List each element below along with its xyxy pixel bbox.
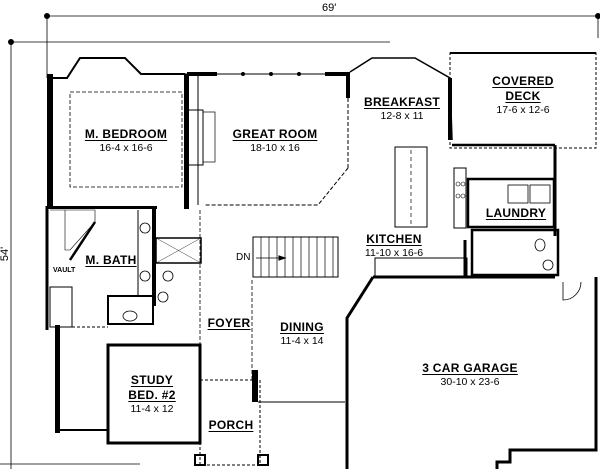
room-name: DINING <box>280 320 324 334</box>
stair-down-label: DN <box>236 252 251 263</box>
room-garage: 3 CAR GARAGE 30-10 x 23-6 <box>422 362 518 388</box>
room-dims: 17-6 x 12-6 <box>496 104 550 116</box>
room-dims: 16-4 x 16-6 <box>99 142 153 154</box>
room-master-bath: M. BATH <box>85 254 136 266</box>
room-dims: 18-10 x 16 <box>250 142 300 154</box>
room-porch: PORCH <box>209 419 254 431</box>
room-dims: 11-10 x 16-6 <box>364 247 424 259</box>
room-name-line1: COVERED <box>492 74 554 88</box>
room-laundry: LAUNDRY <box>486 207 546 219</box>
room-name-line2: BED. #2 <box>128 388 176 402</box>
room-breakfast: BREAKFAST 12-8 x 11 <box>364 96 440 122</box>
room-name-line2: DECK <box>505 89 541 103</box>
room-great-room: GREAT ROOM 18-10 x 16 <box>233 128 318 154</box>
room-dims: 12-8 x 11 <box>380 110 424 122</box>
vault-label: VAULT <box>53 267 76 274</box>
room-name-line1: STUDY <box>130 373 174 387</box>
room-name: LAUNDRY <box>485 206 547 220</box>
room-name: 3 CAR GARAGE <box>422 361 518 375</box>
overall-width-dimension: 69' <box>322 2 337 14</box>
room-dims: 30-10 x 23-6 <box>440 376 500 388</box>
room-foyer: FOYER <box>208 317 251 329</box>
room-master-bedroom: M. BEDROOM 16-4 x 16-6 <box>85 128 167 154</box>
room-name: GREAT ROOM <box>232 127 318 141</box>
room-name: BREAKFAST <box>363 95 441 109</box>
room-dims: 11-4 x 14 <box>280 335 324 347</box>
room-name: M. BEDROOM <box>84 127 168 141</box>
room-kitchen: KITCHEN 11-10 x 16-6 <box>365 233 423 259</box>
room-name: M. BATH <box>85 253 137 267</box>
room-dining: DINING 11-4 x 14 <box>280 321 324 347</box>
room-study-bed-2: STUDY BED. #2 11-4 x 12 <box>128 374 175 415</box>
overall-depth-dimension: 54' <box>0 246 12 262</box>
room-covered-deck: COVERED DECK 17-6 x 12-6 <box>492 75 553 116</box>
room-name: PORCH <box>208 418 254 432</box>
room-dims: 11-4 x 12 <box>130 403 174 415</box>
room-name: FOYER <box>207 316 251 330</box>
room-name: KITCHEN <box>366 232 422 246</box>
